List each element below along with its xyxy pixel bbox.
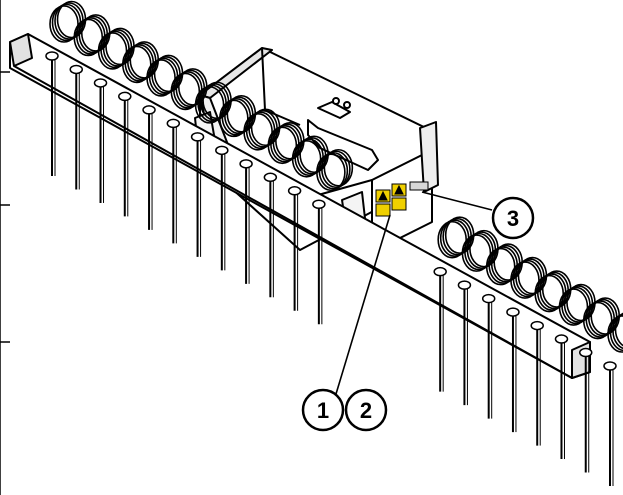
leader-lines (335, 191, 493, 395)
spring-tine (578, 297, 621, 473)
callout-1: 1 (301, 388, 345, 432)
spring-tine (263, 122, 305, 298)
leader-line-3 (421, 191, 493, 211)
spring-tine (118, 41, 160, 217)
callout-2: 2 (344, 388, 388, 432)
spring-tine (603, 312, 623, 486)
spring-tine (312, 148, 354, 325)
warning-decals (375, 181, 429, 217)
tine-bar (9, 33, 591, 379)
callout-3-label: 3 (507, 206, 519, 231)
spring-tine (457, 229, 499, 406)
leader-line-1-2 (335, 214, 391, 395)
spring-tines (45, 0, 623, 486)
callout-3: 3 (491, 196, 535, 240)
callout-1-label: 1 (317, 398, 329, 423)
callout-2-label: 2 (360, 398, 372, 423)
frame-edge-marks (0, 0, 10, 495)
spring-tine (239, 108, 281, 284)
